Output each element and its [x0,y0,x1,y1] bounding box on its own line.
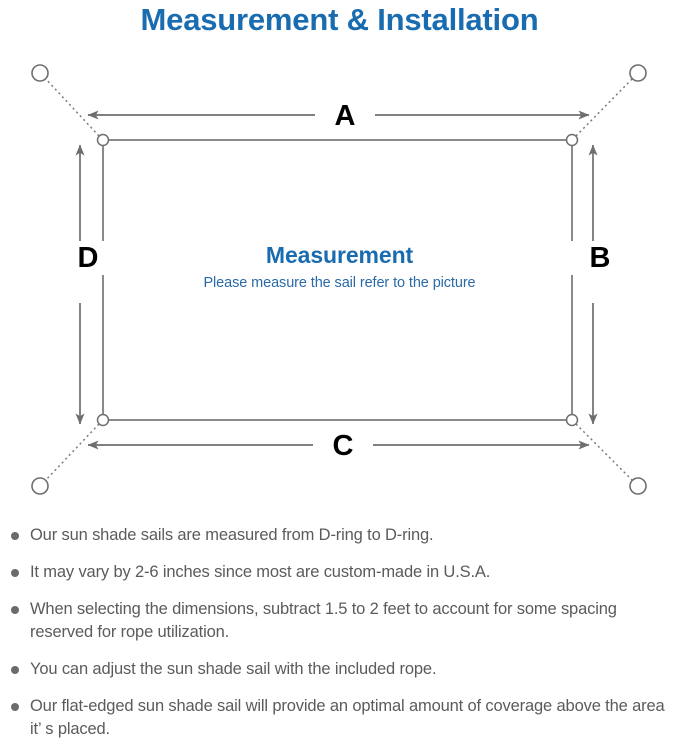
bullet-icon [11,703,19,711]
measurement-diagram: A B C D Measurement Please measure the s… [0,45,679,510]
list-item: It may vary by 2-6 inches since most are… [0,561,679,584]
bullet-icon [11,532,19,540]
list-item-text: Our sun shade sails are measured from D-… [30,526,434,544]
sail-rectangle [102,139,573,421]
dimension-label-d: D [58,241,118,275]
bullet-icon [11,569,19,577]
list-item-text: It may vary by 2-6 inches since most are… [30,563,491,581]
list-item: When selecting the dimensions, subtract … [0,598,679,644]
dimension-label-a: A [315,99,375,133]
bullet-icon [11,606,19,614]
list-item: Our flat-edged sun shade sail will provi… [0,695,679,741]
connector-top-left [43,76,100,137]
notes-list: Our sun shade sails are measured from D-… [0,524,679,755]
bullet-icon [11,666,19,674]
connector-bottom-right [575,423,635,483]
list-item-text: When selecting the dimensions, subtract … [30,600,617,641]
list-item-text: Our flat-edged sun shade sail will provi… [30,697,665,738]
d-ring-top-left [96,133,110,147]
connector-bottom-left [43,423,100,483]
page-root: Measurement & Installation [0,2,679,738]
connector-top-right [575,76,635,137]
page-title: Measurement & Installation [140,2,539,37]
diagram-svg [31,64,647,495]
list-item: You can adjust the sun shade sail with t… [0,658,679,681]
anchor-circle-top-right [629,64,647,82]
list-item: Our sun shade sails are measured from D-… [0,524,679,547]
list-item-text: You can adjust the sun shade sail with t… [30,660,437,678]
anchor-circle-bottom-right [629,477,647,495]
d-ring-bottom-right [565,413,579,427]
anchor-circle-top-left [31,64,49,82]
dimension-label-c: C [313,429,373,463]
d-ring-bottom-left [96,413,110,427]
dimension-label-b: B [570,241,630,275]
anchor-circle-bottom-left [31,477,49,495]
d-ring-top-right [565,133,579,147]
